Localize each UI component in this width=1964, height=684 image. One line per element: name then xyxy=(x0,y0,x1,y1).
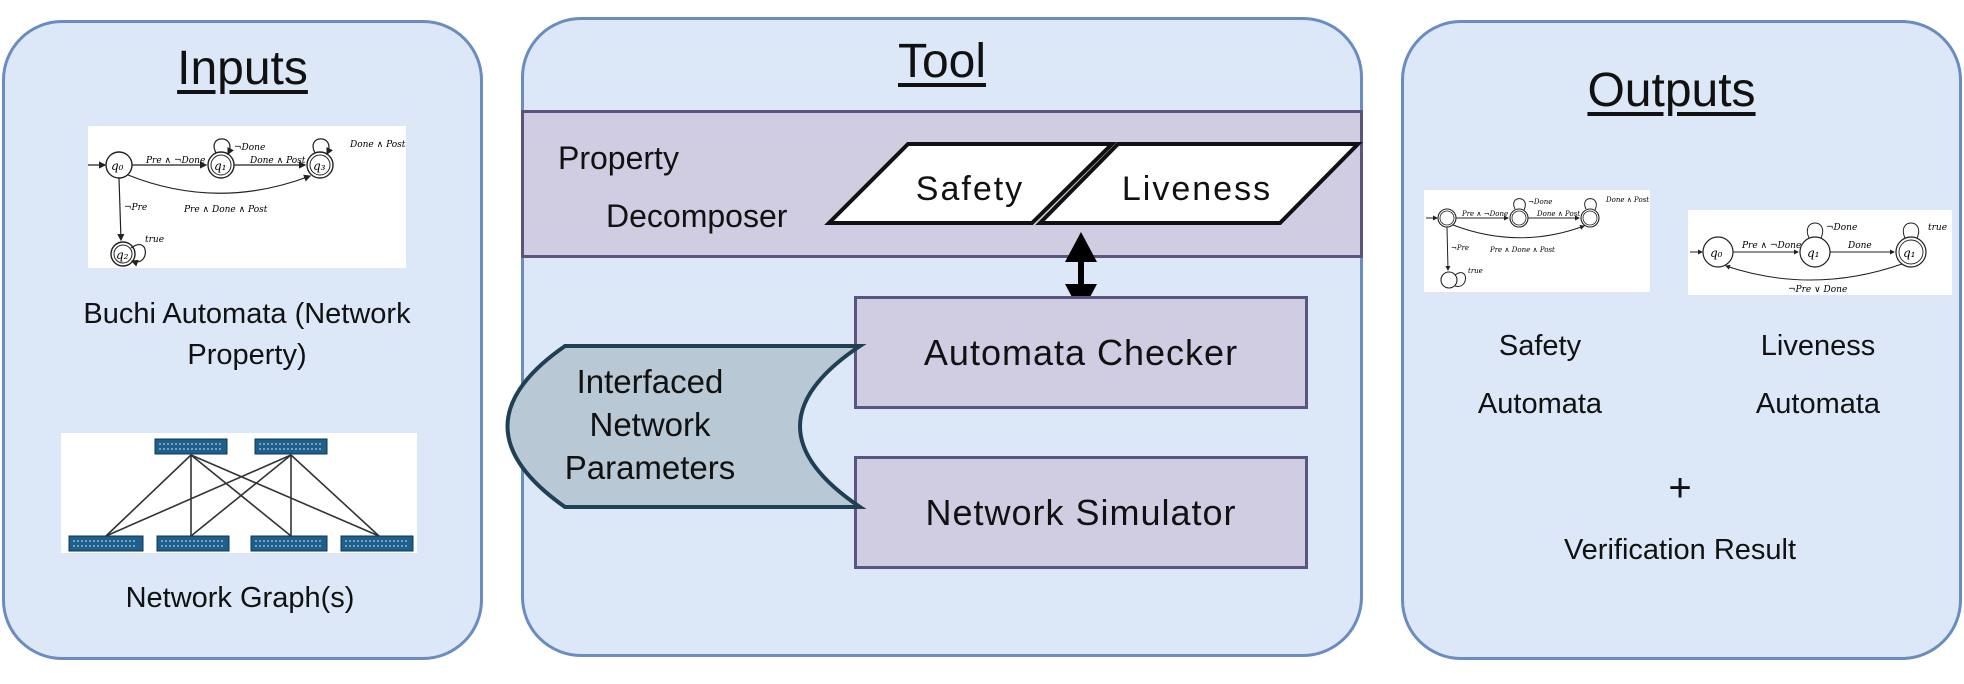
liveness-label: Liveness xyxy=(1121,170,1273,208)
pre-done-post-label: Pre ∧ Done ∧ Post xyxy=(183,205,268,215)
switch-node xyxy=(156,535,230,552)
liveness-q-accept: q₁ xyxy=(1903,246,1916,260)
inputs-title: Inputs xyxy=(177,42,308,95)
tool-title: Tool xyxy=(897,35,987,88)
liveness-automata-line2: Automata xyxy=(1755,388,1881,420)
liveness-q0: q₀ xyxy=(1710,246,1723,260)
safety-true: true xyxy=(1468,267,1483,275)
verification-result-label: Verification Result xyxy=(1563,534,1797,566)
safety-done-post: Done ∧ Post xyxy=(1536,210,1580,218)
switch-node xyxy=(68,535,144,552)
q0-label: q₀ xyxy=(111,159,124,173)
switch-node xyxy=(250,535,328,552)
q1-label: q₁ xyxy=(214,159,227,173)
q3-label: q₃ xyxy=(313,159,326,173)
safety-not-done: ¬Done xyxy=(1528,198,1552,206)
liveness-done: Done xyxy=(1847,241,1872,251)
q2-label: q₂ xyxy=(116,248,129,262)
automata-checker-label: Automata Checker xyxy=(923,331,1239,373)
outputs-title: Outputs xyxy=(1587,64,1756,117)
params-line2: Network xyxy=(589,406,711,443)
params-line1: Interfaced xyxy=(576,363,724,400)
liveness-pre-not-done: Pre ∧ ¬Done xyxy=(1741,241,1801,251)
automata-checker-box: Automata Checker xyxy=(854,296,1308,409)
switch-node xyxy=(340,535,414,552)
safety-automata-line1: Safety xyxy=(1498,330,1582,362)
network-graph-image xyxy=(61,433,417,553)
params-line3: Parameters xyxy=(564,449,736,486)
safety-not-pre: ¬Pre xyxy=(1451,244,1469,252)
liveness-not-done: ¬Done xyxy=(1826,223,1857,233)
liveness-automaton-image: q₀ q₁ q₁ Pre ∧ ¬Done ¬Done Done true ¬Pr… xyxy=(1688,210,1952,295)
not-done-label: ¬Done xyxy=(234,143,265,153)
done-post-edge-label: Done ∧ Post xyxy=(249,156,306,166)
pre-not-done-label: Pre ∧ ¬Done xyxy=(145,156,205,166)
liveness-true: true xyxy=(1928,223,1947,233)
outputs-panel: Outputs xyxy=(1401,20,1962,660)
decomposer-label-line1: Property xyxy=(558,140,679,176)
safety-done-post-loop: Done ∧ Post xyxy=(1605,196,1649,204)
network-graph-label: Network Graph(s) xyxy=(125,582,355,614)
liveness-not-pre-or-done: ¬Pre ∨ Done xyxy=(1788,285,1847,295)
done-post-loop-label: Done ∧ Post xyxy=(349,140,406,150)
safety-pre-done-post: Pre ∧ Done ∧ Post xyxy=(1489,246,1555,254)
network-simulator-label: Network Simulator xyxy=(925,491,1237,533)
network-simulator-box: Network Simulator xyxy=(854,456,1308,569)
buchi-automaton-image: q₀ q₁ q₃ q₂ ¬Done Done ∧ Post Pre ∧ ¬Don… xyxy=(88,126,406,268)
liveness-q1: q₁ xyxy=(1807,246,1820,260)
plus-sign: + xyxy=(1668,466,1692,510)
switch-node xyxy=(154,438,228,455)
decomposer-label-line2: Decomposer xyxy=(606,198,788,234)
liveness-automata-line1: Liveness xyxy=(1760,330,1876,362)
safety-automata-line2: Automata xyxy=(1477,388,1603,420)
true-label: true xyxy=(145,235,164,245)
not-pre-label: ¬Pre xyxy=(124,203,147,213)
safety-label: Safety xyxy=(915,170,1025,208)
safety-automaton-image: ¬Done Done ∧ Post Pre ∧ ¬Done Done ∧ Pos… xyxy=(1424,190,1650,292)
safety-pre-not-done: Pre ∧ ¬Done xyxy=(1461,210,1508,218)
buchi-automata-label: Buchi Automata (Network Property) xyxy=(83,298,411,371)
switch-node xyxy=(254,438,328,455)
